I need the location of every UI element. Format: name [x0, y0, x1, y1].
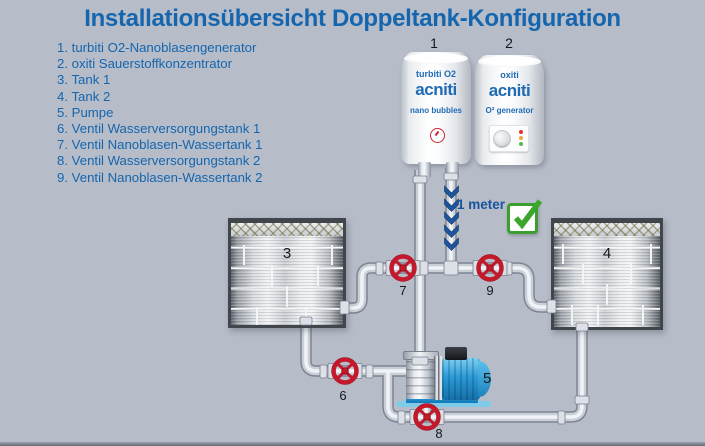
pressure-gauge-icon [430, 128, 445, 143]
led-red-icon [519, 130, 523, 134]
generator-model-label: turbiti O2 [416, 69, 456, 79]
concentrator-brand-logo: acniti [488, 81, 531, 100]
checkmark-icon [507, 199, 543, 234]
generator-tagline: nano bubbles [410, 106, 462, 115]
valve-9-handwheel [473, 255, 507, 281]
tank-1: 3 [228, 218, 346, 328]
bottom-edge-shadow [0, 442, 705, 446]
pipe-couplings [299, 172, 590, 425]
generator-outlet-left [418, 162, 431, 178]
legend-item: 8. Ventil Wasserversorgungstank 2 [57, 153, 261, 169]
valve-7-handwheel [386, 255, 420, 281]
pump-terminal-box [445, 347, 467, 360]
flow-arrows-icon [444, 185, 459, 251]
legend-item: 1. turbiti O2-Nanoblasengenerator [57, 40, 257, 55]
tank-2-number: 4 [602, 245, 612, 262]
led-green-icon [519, 142, 523, 146]
pump-base-shadow [397, 401, 491, 407]
distance-label: 1 meter [457, 197, 506, 212]
legend-item: 7. Ventil Nanoblasen-Wassertank 1 [57, 137, 263, 153]
callout-pump: 5 [483, 370, 492, 387]
legend-item: 2. oxiti Sauerstoffkonzentrator [57, 56, 232, 72]
callout-valve-6: 6 [339, 388, 347, 403]
callout-concentrator: 2 [505, 35, 513, 51]
callout-generator: 1 [430, 35, 438, 51]
pump-motor-body [442, 358, 480, 400]
control-knob-icon [493, 130, 511, 148]
concentrator-tagline: O² generator [485, 106, 534, 115]
legend: 1. turbiti O2-Nanoblasengenerator 2. oxi… [57, 40, 263, 186]
led-amber-icon [519, 136, 523, 140]
tank-1-body [231, 236, 343, 325]
valve-6-handwheel [328, 358, 362, 384]
callout-valve-8: 8 [435, 426, 443, 441]
concentrator-model-label: oxiti [500, 70, 519, 80]
tank-1-number: 3 [282, 245, 292, 262]
legend-item: 5. Pumpe [57, 104, 114, 120]
page-title: Installationsübersicht Doppeltank-Konfig… [84, 5, 621, 32]
tank-2: 4 [551, 218, 663, 330]
legend-item: 9. Ventil Nanoblasen-Wassertank 2 [57, 169, 263, 185]
callout-valve-9: 9 [486, 283, 494, 298]
legend-item: 6. Ventil Wasserversorgungstank 1 [57, 121, 261, 137]
legend-item: 3. Tank 1 [57, 72, 111, 88]
pump-base-plate [406, 395, 478, 403]
pump-motor-endcap [478, 361, 491, 397]
pump [385, 345, 497, 409]
callout-valve-7: 7 [399, 283, 407, 298]
oxygen-concentrator: oxiti acniti O² generator [475, 55, 544, 165]
pump-coupling-flange [434, 356, 442, 400]
nanobubble-generator: turbiti O2 acniti nano bubbles [401, 52, 471, 178]
legend-item: 4. Tank 2 [57, 88, 111, 104]
concentrator-control-panel [489, 125, 529, 152]
generator-brand-logo: acniti [415, 80, 457, 99]
